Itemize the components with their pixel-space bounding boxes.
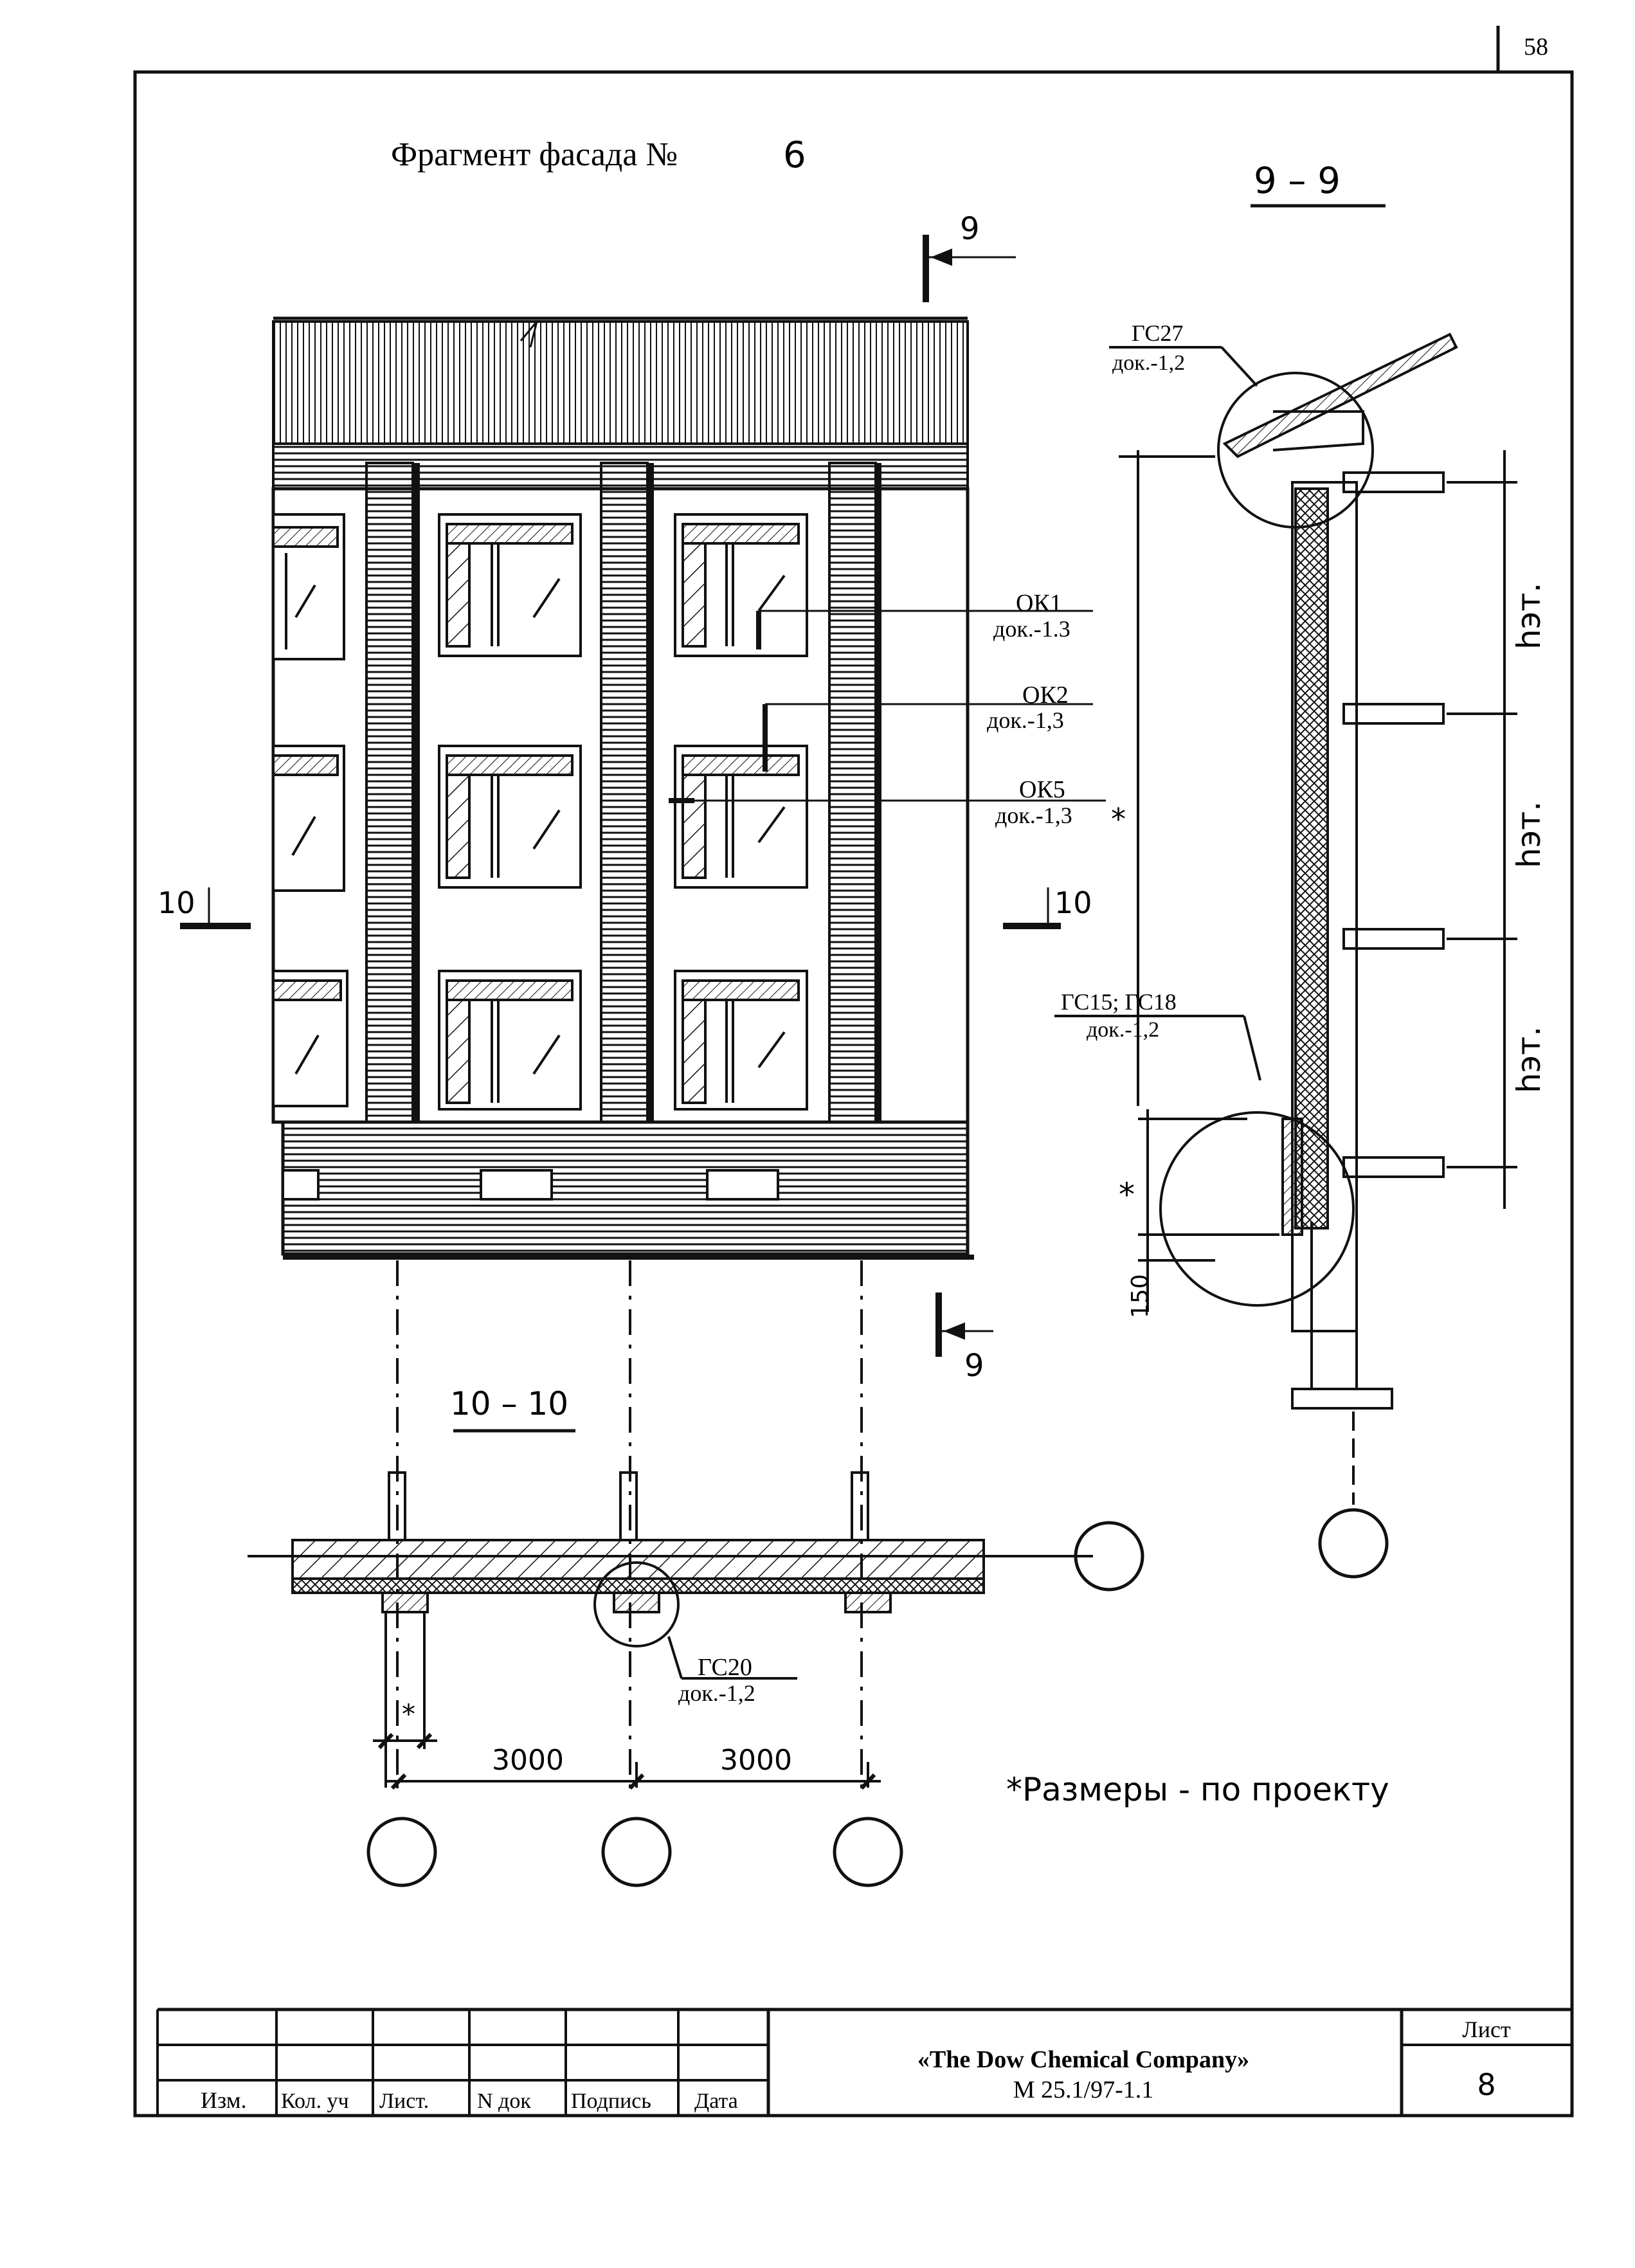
callout-ok5-code: ОК5 — [1019, 776, 1065, 803]
axis-bubble — [1318, 1508, 1389, 1579]
cut-label-9: 9 — [960, 211, 980, 247]
title-block — [156, 2008, 1572, 2116]
axis-bubble — [366, 1817, 437, 1887]
callout-gs27-code: ГС27 — [1132, 320, 1183, 346]
tb-col-change: Изм. — [201, 2087, 247, 2113]
callout-gs15-gs18-doc: док.-1,2 — [1087, 1018, 1159, 1042]
window — [438, 513, 582, 657]
callout-gs20-doc: док.-1,2 — [678, 1680, 755, 1706]
axis-bubble — [1074, 1521, 1144, 1592]
page-number: 58 — [1524, 33, 1548, 60]
tb-sheet-label: Лист — [1462, 2017, 1511, 2042]
cut-label-10: 10 — [1054, 885, 1092, 920]
callout-ok5-doc: док.-1,3 — [995, 803, 1072, 828]
wall-section-9-9 — [1054, 332, 1517, 1505]
window — [438, 970, 582, 1111]
cut-label-10: 10 — [158, 885, 195, 920]
vent-opening — [706, 1169, 779, 1201]
section-title-10-10: 10 – 10 — [450, 1385, 568, 1422]
callout-ok1-doc: док.-1.3 — [993, 616, 1070, 642]
span-dimension: 3000 — [492, 1744, 564, 1777]
floor-height-label: hэт. — [1510, 801, 1548, 868]
floor-height-label: hэт. — [1510, 1026, 1548, 1093]
pilaster — [600, 462, 649, 1123]
dimensions-note: *Размеры - по проекту — [1006, 1771, 1389, 1808]
callout-gs27-doc: док.-1,2 — [1112, 351, 1185, 375]
pilaster — [365, 462, 414, 1123]
plinth-dimension: 150 — [1127, 1274, 1153, 1318]
section-title-9-9: 9 – 9 — [1254, 160, 1341, 202]
asterisk-mark: * — [1111, 802, 1126, 837]
window — [674, 745, 808, 889]
section-cut-10-left — [180, 887, 251, 929]
tb-col-sheet: Лист. — [379, 2089, 429, 2113]
plinth — [281, 1120, 970, 1256]
window — [272, 513, 345, 660]
section-cut-10-right — [1003, 887, 1061, 929]
tb-col-doc: N док — [477, 2089, 531, 2113]
callout-gs15-gs18-code: ГС15; ГС18 — [1061, 989, 1177, 1015]
sheet-frame — [133, 26, 1574, 2118]
callout-ok1-code: ОК1 — [1016, 590, 1062, 617]
floor-height-label: hэт. — [1510, 583, 1548, 649]
window — [674, 513, 808, 657]
pilaster — [828, 462, 877, 1123]
window — [438, 745, 582, 889]
tb-col-date: Дата — [694, 2089, 738, 2113]
window — [272, 970, 348, 1107]
span-dimension: 3000 — [720, 1744, 792, 1777]
page-title: Фрагмент фасада № — [391, 136, 678, 173]
tb-col-count: Кол. уч — [281, 2089, 349, 2113]
section-cut-9-top — [923, 235, 1016, 302]
tb-doc-code: М 25.1/97-1.1 — [1013, 2076, 1154, 2103]
window — [674, 970, 808, 1111]
asterisk-dimension: * — [1119, 1176, 1135, 1213]
asterisk-dimension: * — [402, 1698, 415, 1730]
roof-hatch — [272, 320, 969, 445]
callout-gs20-code: ГС20 — [698, 1654, 752, 1681]
title-number: 6 — [783, 134, 806, 176]
callout-leaders — [669, 610, 1106, 803]
tb-col-signature: Подпись — [571, 2089, 651, 2113]
facade-elevation — [271, 316, 974, 1794]
axis-bubble — [601, 1817, 672, 1887]
cut-label-9: 9 — [964, 1348, 984, 1384]
axis-bubble — [833, 1817, 903, 1887]
vent-opening — [282, 1169, 320, 1201]
callout-ok2-doc: док.-1,3 — [987, 707, 1064, 733]
vent-opening — [480, 1169, 553, 1201]
section-cut-9-bottom — [935, 1293, 993, 1357]
window — [272, 745, 345, 892]
callout-ok2-code: ОК2 — [1022, 682, 1069, 709]
tb-company: «The Dow Chemical Company» — [917, 2046, 1249, 2073]
plan-section-10-10 — [248, 1471, 1093, 1790]
tb-sheet-number: 8 — [1477, 2067, 1495, 2102]
